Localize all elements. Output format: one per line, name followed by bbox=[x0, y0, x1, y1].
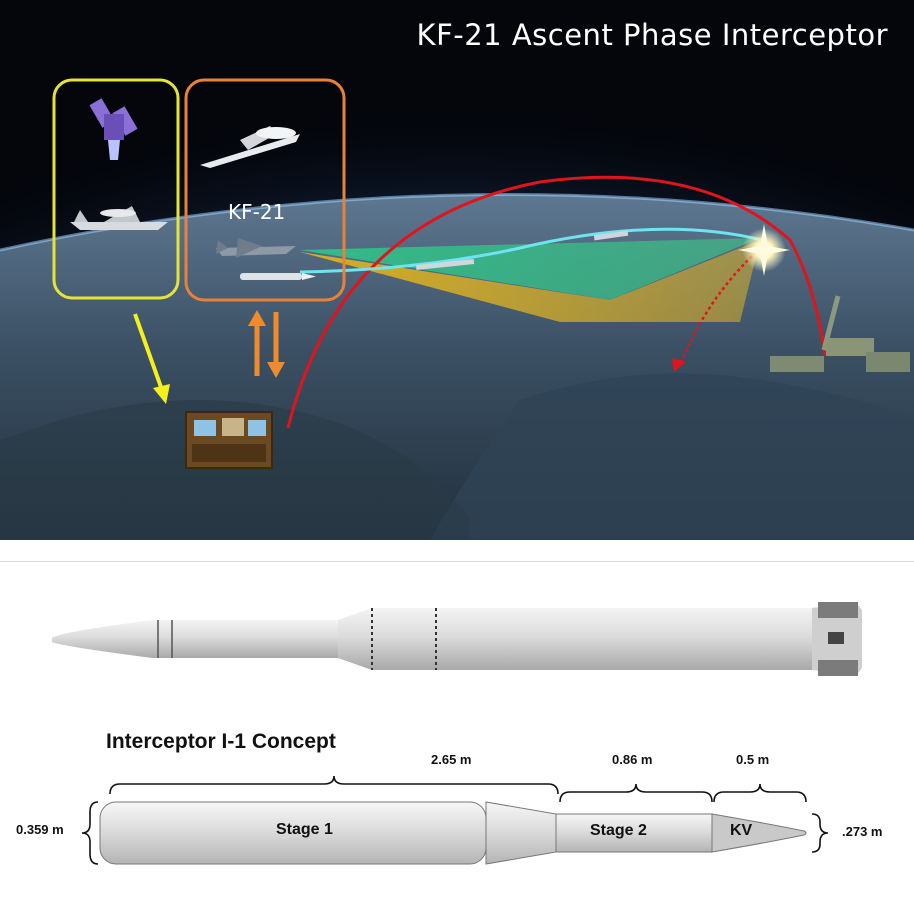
command-center-icon bbox=[185, 411, 273, 469]
brace-stage1 bbox=[109, 775, 559, 795]
stage1-length-label: 2.65 m bbox=[431, 752, 472, 767]
brace-body-diameter bbox=[81, 801, 99, 865]
page-title: KF-21 Ascent Phase Interceptor bbox=[416, 18, 888, 52]
landmass-shadow bbox=[0, 400, 470, 540]
stage2-label: Stage 2 bbox=[590, 822, 647, 839]
yellow-arrow-line bbox=[133, 313, 164, 391]
ballistic-trajectory bbox=[286, 175, 827, 429]
kf21-label: KF-21 bbox=[228, 200, 286, 224]
kv-length-label: 0.5 m bbox=[736, 752, 770, 767]
launcher-truck-icon bbox=[770, 295, 910, 372]
interceptor-path bbox=[299, 227, 763, 274]
brace-stage2 bbox=[559, 783, 713, 803]
interceptor-diagram: Interceptor I-1 Concept 2.65 m 0.86 m 0.… bbox=[0, 562, 914, 903]
interceptor-kv-icon bbox=[593, 230, 629, 241]
interceptor-stage-icon bbox=[415, 258, 475, 271]
debris-arrowhead bbox=[672, 358, 686, 372]
sensor-box bbox=[52, 78, 180, 300]
satellite-icon bbox=[89, 98, 138, 160]
kv-diameter-label: .273 m bbox=[842, 824, 883, 839]
orange-arrowhead-up bbox=[248, 310, 266, 326]
scene-svg bbox=[0, 0, 914, 540]
intercept-flash-icon bbox=[738, 224, 790, 276]
yellow-arrowhead bbox=[153, 384, 170, 404]
brace-kv bbox=[713, 783, 807, 803]
drone-icon bbox=[200, 126, 300, 168]
missile-icon bbox=[240, 273, 316, 280]
schematic-body bbox=[99, 801, 807, 865]
sensor-fan-green bbox=[300, 238, 760, 300]
stage1-label: Stage 1 bbox=[276, 821, 333, 838]
awacs-aircraft-icon bbox=[70, 206, 168, 230]
section-divider bbox=[0, 561, 914, 562]
kv-label: KV bbox=[730, 822, 753, 839]
sea-region bbox=[430, 373, 914, 540]
sensor-fan-yellow bbox=[300, 240, 760, 322]
body-diameter-label: 0.359 m bbox=[16, 822, 64, 837]
orange-arrowhead-down bbox=[267, 362, 285, 378]
dimension-braces bbox=[81, 775, 829, 865]
fighter-jet-icon bbox=[216, 238, 296, 258]
missile-render bbox=[52, 602, 862, 676]
brace-kv-diameter bbox=[811, 813, 829, 853]
stage2-length-label: 0.86 m bbox=[612, 752, 653, 767]
scene-illustration: KF-21 Ascent Phase Interceptor KF-21 bbox=[0, 0, 914, 540]
interceptor-svg bbox=[52, 602, 862, 865]
concept-title: Interceptor I-1 Concept bbox=[106, 730, 336, 753]
kf21-box bbox=[184, 78, 346, 302]
